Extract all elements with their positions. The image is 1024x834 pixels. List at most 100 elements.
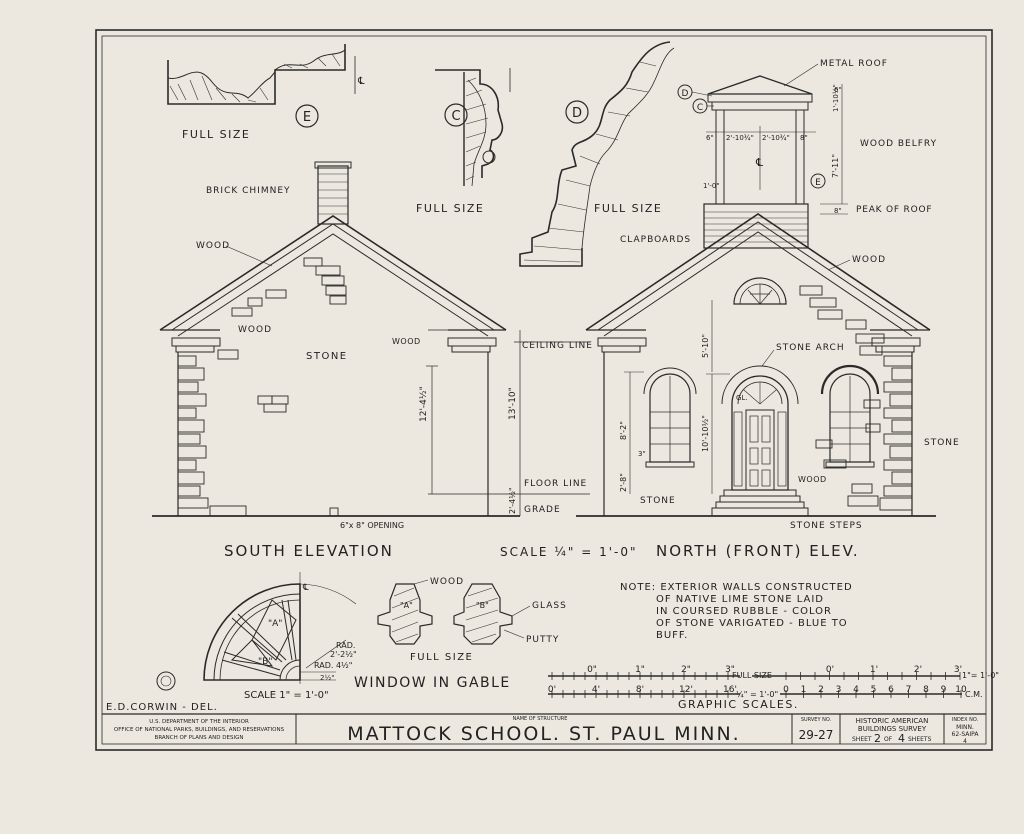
- peak-of-roof-label: PEAK OF ROOF: [856, 205, 932, 215]
- scale-cm-tick-label: 4: [853, 685, 859, 695]
- note-line-5: BUFF.: [656, 630, 688, 641]
- north-dim-2-10a: 2'-10¾": [726, 134, 754, 142]
- gable-rad2-label: RAD. 4½": [314, 661, 352, 670]
- main-scale-label: SCALE ¼" = 1'-0": [500, 545, 638, 559]
- north-dim-5-10: 5'-10": [701, 334, 710, 358]
- belfry-roof: [707, 75, 813, 95]
- detail-c: C FULL SIZE: [416, 68, 511, 215]
- sheet-number: 2: [874, 732, 881, 745]
- south-brick-chimney-label: BRICK CHIMNEY: [206, 186, 291, 196]
- note-line-4: OF STONE VARIGATED - BLUE TO: [656, 618, 848, 629]
- graphic-scales-title: GRAPHIC SCALES.: [678, 698, 799, 711]
- south-elevation: BRICK CHIMNEY WOOD WOOD STONE WOOD CEILI…: [152, 161, 592, 560]
- scale-tr-tick-1: 1': [870, 665, 878, 675]
- note-line-3: IN COURSED RUBBLE - COLOR: [656, 606, 832, 617]
- index-line-2: 62-SAIPA: [952, 731, 980, 738]
- north-dim-2-8: 2'-8": [619, 473, 628, 492]
- detail-d: D FULL SIZE: [519, 41, 675, 267]
- south-dim-2: 2'-4½": [508, 487, 517, 514]
- scale-cm-tick-label: 2: [818, 685, 824, 695]
- scale-bottom-tick-4: 16': [723, 685, 737, 695]
- detail-d-marker: D: [572, 106, 582, 121]
- north-dim-1-10: 1'-10½": [832, 84, 840, 112]
- north-wood-label: WOOD: [852, 255, 886, 265]
- north-dim-3: 3": [638, 450, 646, 458]
- scale-tr-tick-2: 2': [914, 665, 922, 675]
- north-dim-6b: 6": [706, 134, 714, 142]
- north-dim-1-0: 1'-0": [703, 182, 720, 190]
- south-wood-right-label: WOOD: [392, 337, 421, 346]
- gable-window: [733, 277, 787, 305]
- index-line-1: MINN.: [956, 724, 974, 731]
- scale-top-tick-0: 0": [587, 665, 597, 675]
- scale-cm-tick-label: 5: [871, 685, 877, 695]
- index-no-label: INDEX NO.: [952, 717, 979, 723]
- window-in-gable-title: WINDOW IN GABLE: [354, 675, 511, 691]
- note-block: NOTE: EXTERIOR WALLS CONSTRUCTED OF NATI…: [620, 582, 853, 641]
- svg-text:℄: ℄: [755, 156, 763, 169]
- gable-scale-label: SCALE 1" = 1'-0": [244, 690, 329, 701]
- detail-c-label: FULL SIZE: [416, 202, 484, 215]
- scale-cm-tick-label: 7: [906, 685, 912, 695]
- svg-text:℄: ℄: [357, 76, 365, 87]
- north-dim-10-10: 10'-10½": [701, 415, 710, 452]
- south-wood-top-label: WOOD: [196, 241, 230, 251]
- note-line-2: OF NATIVE LIME STONE LAID: [656, 594, 824, 605]
- scale-cm-tick-label: 8: [923, 685, 929, 695]
- stone-arch-label: STONE ARCH: [776, 343, 845, 353]
- name-of-structure-label: NAME OF STRUCTURE: [513, 716, 568, 722]
- scale-cm-tick-label: 9: [941, 685, 947, 695]
- detail-c-marker: C: [451, 109, 460, 124]
- svg-text:℄: ℄: [302, 583, 309, 593]
- north-dim-8: 8": [800, 134, 808, 142]
- scale-bottom-tick-0: 0': [548, 685, 556, 695]
- north-elevation: ℄: [576, 59, 960, 560]
- note-line-1: NOTE: EXTERIOR WALLS CONSTRUCTED: [620, 582, 853, 593]
- index-line-3: 4: [963, 738, 967, 745]
- scale-bottom-tick-3: 12': [679, 685, 693, 695]
- agency-line-1: U.S. DEPARTMENT OF THE INTERIOR: [149, 719, 249, 725]
- detail-e-label: FULL SIZE: [182, 128, 250, 141]
- survey-no-label: SURVEY NO.: [801, 717, 832, 723]
- south-dim-13: 13'-10": [508, 387, 518, 420]
- scale-cm-tick-label: 0: [783, 685, 789, 695]
- window-in-gable: ℄ "A" "B" RAD. 2'-2½" RAD. 4½" 2½" SCALE…: [203, 572, 511, 701]
- grade-label: GRADE: [524, 505, 561, 515]
- glass-label: GL.: [736, 394, 748, 402]
- north-stone-bottom-label: STONE: [640, 496, 676, 506]
- scale-tr-tick-3: 3': [954, 665, 962, 675]
- scale-cm-tick-label: 1: [801, 685, 807, 695]
- north-marker-d: D: [682, 89, 689, 99]
- belfry-base-clapboards: [703, 203, 809, 249]
- section-glass-label: GLASS: [532, 601, 567, 611]
- detail-d-label: FULL SIZE: [594, 202, 662, 215]
- scale-cm-tick-label: 3: [836, 685, 842, 695]
- scale-bottom-label: ¼" = 1'-0": [736, 690, 778, 699]
- mullion-sections: "A" "B" WOOD GLASS PUTTY FULL SIZE: [377, 577, 567, 663]
- sheets-word: SHEETS: [908, 736, 932, 743]
- agency-line-3: BRANCH OF PLANS AND DESIGN: [155, 735, 244, 741]
- scale-cm-label: C.M.: [965, 690, 983, 699]
- scale-top-label: FULL SIZE: [732, 671, 772, 680]
- south-wood-cornice-label: WOOD: [238, 325, 272, 335]
- agency-line-2: OFFICE OF NATIONAL PARKS, BUILDINGS, AND…: [114, 727, 285, 733]
- scale-cm-tick-label: 10: [955, 685, 967, 695]
- right-window: [829, 373, 871, 463]
- south-opening-label: 6"x 8" OPENING: [340, 521, 404, 530]
- scale-bottom-tick-2: 8': [636, 685, 644, 695]
- section-a-label: "A": [400, 601, 413, 610]
- sheet-word: SHEET: [852, 736, 872, 743]
- survey-no: 29-27: [799, 728, 834, 742]
- south-dim-12: 12'-4½": [419, 386, 429, 422]
- clapboards-label: CLAPBOARDS: [620, 235, 691, 245]
- north-stone-right-label: STONE: [924, 438, 960, 448]
- section-wood-label: WOOD: [430, 577, 464, 587]
- sheet-total: 4: [898, 732, 905, 745]
- north-dim-6: 6": [834, 86, 842, 94]
- front-door: [731, 375, 789, 491]
- metal-roof-label: METAL ROOF: [820, 59, 888, 69]
- north-marker-c: C: [697, 103, 703, 113]
- scale-top-tick-3: 3": [725, 665, 735, 675]
- scale-cm-tick-label: 6: [888, 685, 894, 695]
